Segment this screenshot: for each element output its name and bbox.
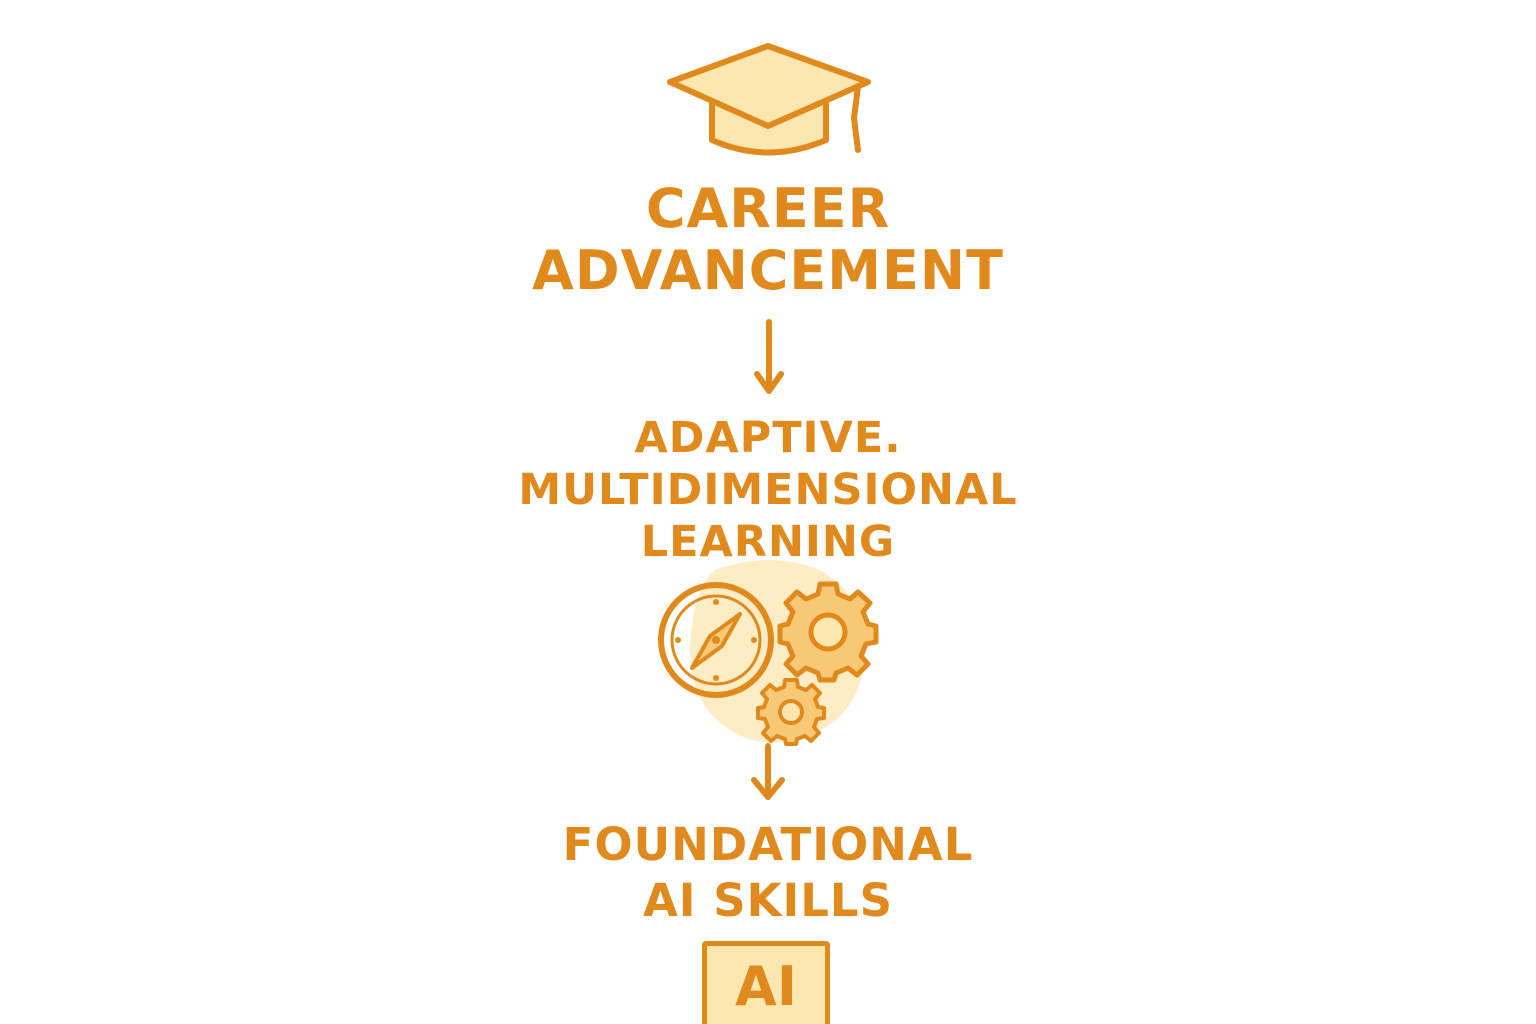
- career-line-2: ADVANCEMENT: [532, 239, 1004, 302]
- ai-chip-icon: AI: [702, 941, 830, 1024]
- large-gear-icon: [777, 581, 879, 683]
- foundational-ai-skills-label: FOUNDATIONAL AI SKILLS: [0, 817, 1536, 929]
- career-line-1: CAREER: [645, 177, 891, 240]
- adaptive-learning-label: ADAPTIVE. MULTIDIMENSIONAL LEARNING: [0, 412, 1536, 568]
- foundational-line-1: FOUNDATIONAL: [562, 818, 974, 871]
- arrow-down-2: [751, 743, 785, 800]
- adaptive-line-2: MULTIDIMENSIONAL: [518, 465, 1018, 515]
- adaptive-line-3: LEARNING: [640, 517, 896, 567]
- arrow-down-1: [754, 319, 784, 394]
- career-advancement-label: CAREER ADVANCEMENT: [0, 178, 1536, 302]
- compass-icon: [658, 582, 774, 698]
- graduation-cap-icon: [667, 43, 871, 156]
- foundational-line-2: AI SKILLS: [642, 874, 894, 927]
- ai-badge-text: AI: [735, 955, 797, 1018]
- adaptive-line-1: ADAPTIVE.: [634, 413, 902, 463]
- small-gear-icon: [756, 678, 826, 746]
